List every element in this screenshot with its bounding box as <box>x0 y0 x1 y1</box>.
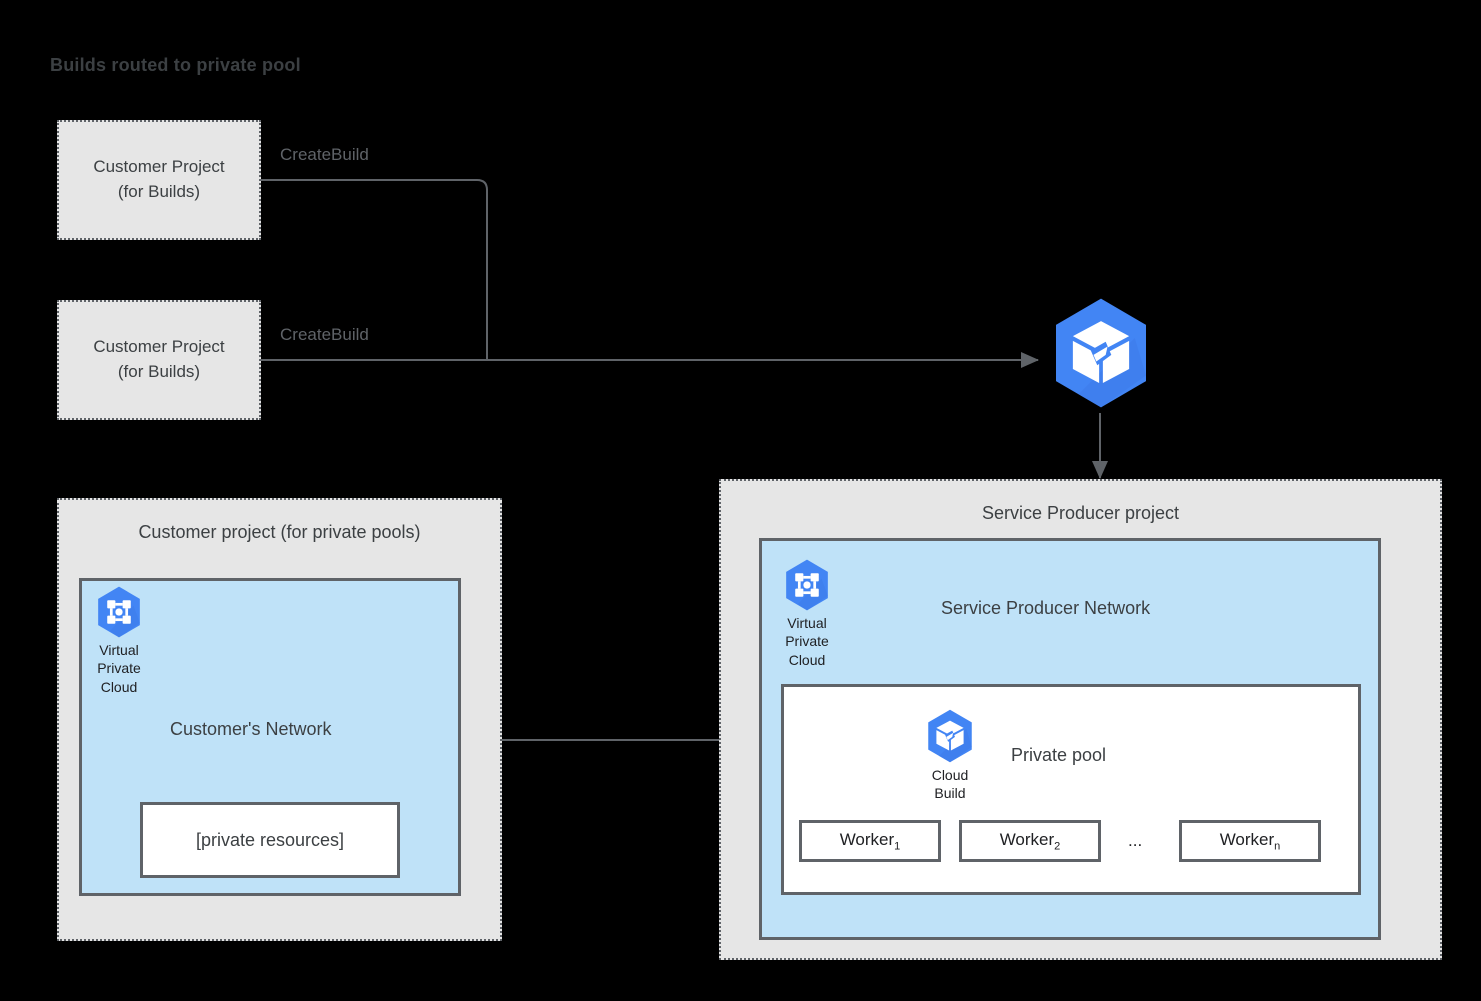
createbuild-label-1: CreateBuild <box>280 145 369 164</box>
virtual-private-cloud-icon <box>778 556 836 614</box>
page-title: Builds routed to private pool <box>50 55 301 75</box>
virtual-private-cloud-icon <box>90 583 148 641</box>
worker-label-1: Worker1 <box>840 830 901 852</box>
worker-sub-2: 2 <box>1054 840 1061 853</box>
createbuild-label-2: CreateBuild <box>280 325 369 344</box>
customer-build-project-box-2[interactable]: Customer Project (for Builds) <box>57 300 261 420</box>
worker-ellipsis: ... <box>1128 831 1143 850</box>
private-resources-box[interactable]: [private resources] <box>140 802 400 878</box>
worker-name-n: Worker <box>1219 829 1275 849</box>
worker-box-1[interactable]: Worker1 <box>799 820 941 862</box>
cloud-build-icon <box>921 707 979 765</box>
cbp-line1-1: Customer Project <box>93 157 225 177</box>
private-resources-label: [private resources] <box>195 829 345 850</box>
cloud-build-caption-1: Cloud <box>931 767 969 783</box>
worker-box-2[interactable]: Worker2 <box>959 820 1101 862</box>
worker-label-n: Workern <box>1220 830 1281 852</box>
cbp-line1-2: Customer Project <box>93 337 225 357</box>
vpc-caption-c-1: Virtual <box>99 642 139 658</box>
customer-panel-title: Customer project (for private pools) <box>138 522 421 542</box>
customer-build-project-box-1[interactable]: Customer Project (for Builds) <box>57 120 261 240</box>
cloud-build-caption: Cloud Build <box>916 766 984 803</box>
vpc-caption-p-2: Private <box>785 633 829 650</box>
worker-label-2: Worker2 <box>1000 830 1061 852</box>
worker-box-n[interactable]: Workern <box>1179 820 1321 862</box>
worker-name-1: Worker <box>839 829 895 849</box>
cbp-line2-2: (for Builds) <box>117 362 201 381</box>
vpc-caption-p-1: Virtual <box>787 615 827 631</box>
vpc-caption-c-3: Cloud <box>100 678 138 695</box>
worker-name-2: Worker <box>999 829 1055 849</box>
cbp-line2-1: (for Builds) <box>117 182 201 201</box>
service-producer-network-title: Service Producer Network <box>941 598 1151 618</box>
customer-build-project-label-2: Customer Project (for Builds) <box>93 335 224 384</box>
vpc-caption-c-2: Private <box>97 660 141 677</box>
private-pool-title: Private pool <box>1011 745 1107 765</box>
worker-sub-n: n <box>1274 840 1281 853</box>
vpc-caption-customer: Virtual Private Cloud <box>86 641 152 696</box>
vpc-caption-producer: Virtual Private Cloud <box>774 614 840 669</box>
customers-network-title: Customer's Network <box>170 719 332 739</box>
customer-build-project-label-1: Customer Project (for Builds) <box>93 155 224 204</box>
private-pool-box <box>781 684 1361 895</box>
cloud-build-icon[interactable] <box>1041 293 1161 413</box>
vpc-caption-p-3: Cloud <box>788 651 826 668</box>
worker-sub-1: 1 <box>894 840 901 853</box>
cloud-build-caption-2: Build <box>934 785 966 802</box>
producer-panel-title: Service Producer project <box>981 503 1180 523</box>
